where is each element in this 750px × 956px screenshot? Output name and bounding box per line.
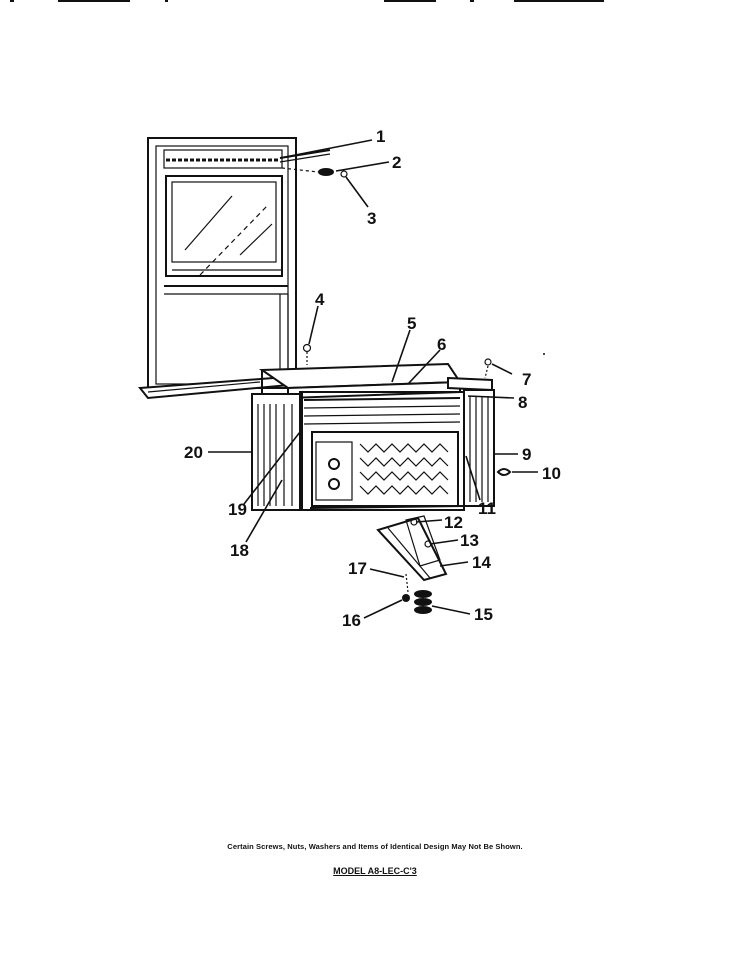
support-bracket [376, 515, 448, 582]
leader-lines [208, 139, 538, 619]
callout-9: 9 [522, 445, 531, 464]
stray-dot [543, 353, 545, 355]
callout-3: 3 [367, 209, 376, 228]
callout-10: 10 [542, 464, 561, 483]
callout-1: 1 [376, 127, 385, 146]
callout-20: 20 [184, 443, 203, 462]
callout-11: 11 [478, 499, 496, 518]
model-number: MODEL A8-LEC-C'3 [333, 866, 417, 876]
callout-5: 5 [407, 314, 416, 333]
clip-10 [496, 468, 512, 476]
callout-labels: 1 2 3 4 5 6 7 8 9 10 11 12 13 14 15 16 1… [184, 127, 561, 630]
callout-17: 17 [348, 559, 367, 578]
callout-15: 15 [474, 605, 493, 624]
window-frame [147, 137, 297, 389]
callout-18: 18 [230, 541, 249, 560]
callout-7: 7 [522, 370, 531, 389]
screw-4 [302, 343, 312, 365]
screw-7 [484, 358, 492, 379]
callout-19: 19 [228, 500, 247, 519]
ac-cabinet [251, 362, 495, 511]
callout-6: 6 [437, 335, 446, 354]
callout-4: 4 [315, 290, 325, 309]
callout-16: 16 [342, 611, 361, 630]
callout-2: 2 [392, 153, 401, 172]
leveling-bolt [402, 573, 432, 614]
callout-13: 13 [460, 531, 479, 550]
sash-hardware [279, 149, 348, 178]
callout-12: 12 [444, 513, 463, 532]
callout-14: 14 [472, 553, 491, 572]
disclaimer-note: Certain Screws, Nuts, Washers and Items … [227, 842, 523, 851]
callout-8: 8 [518, 393, 527, 412]
